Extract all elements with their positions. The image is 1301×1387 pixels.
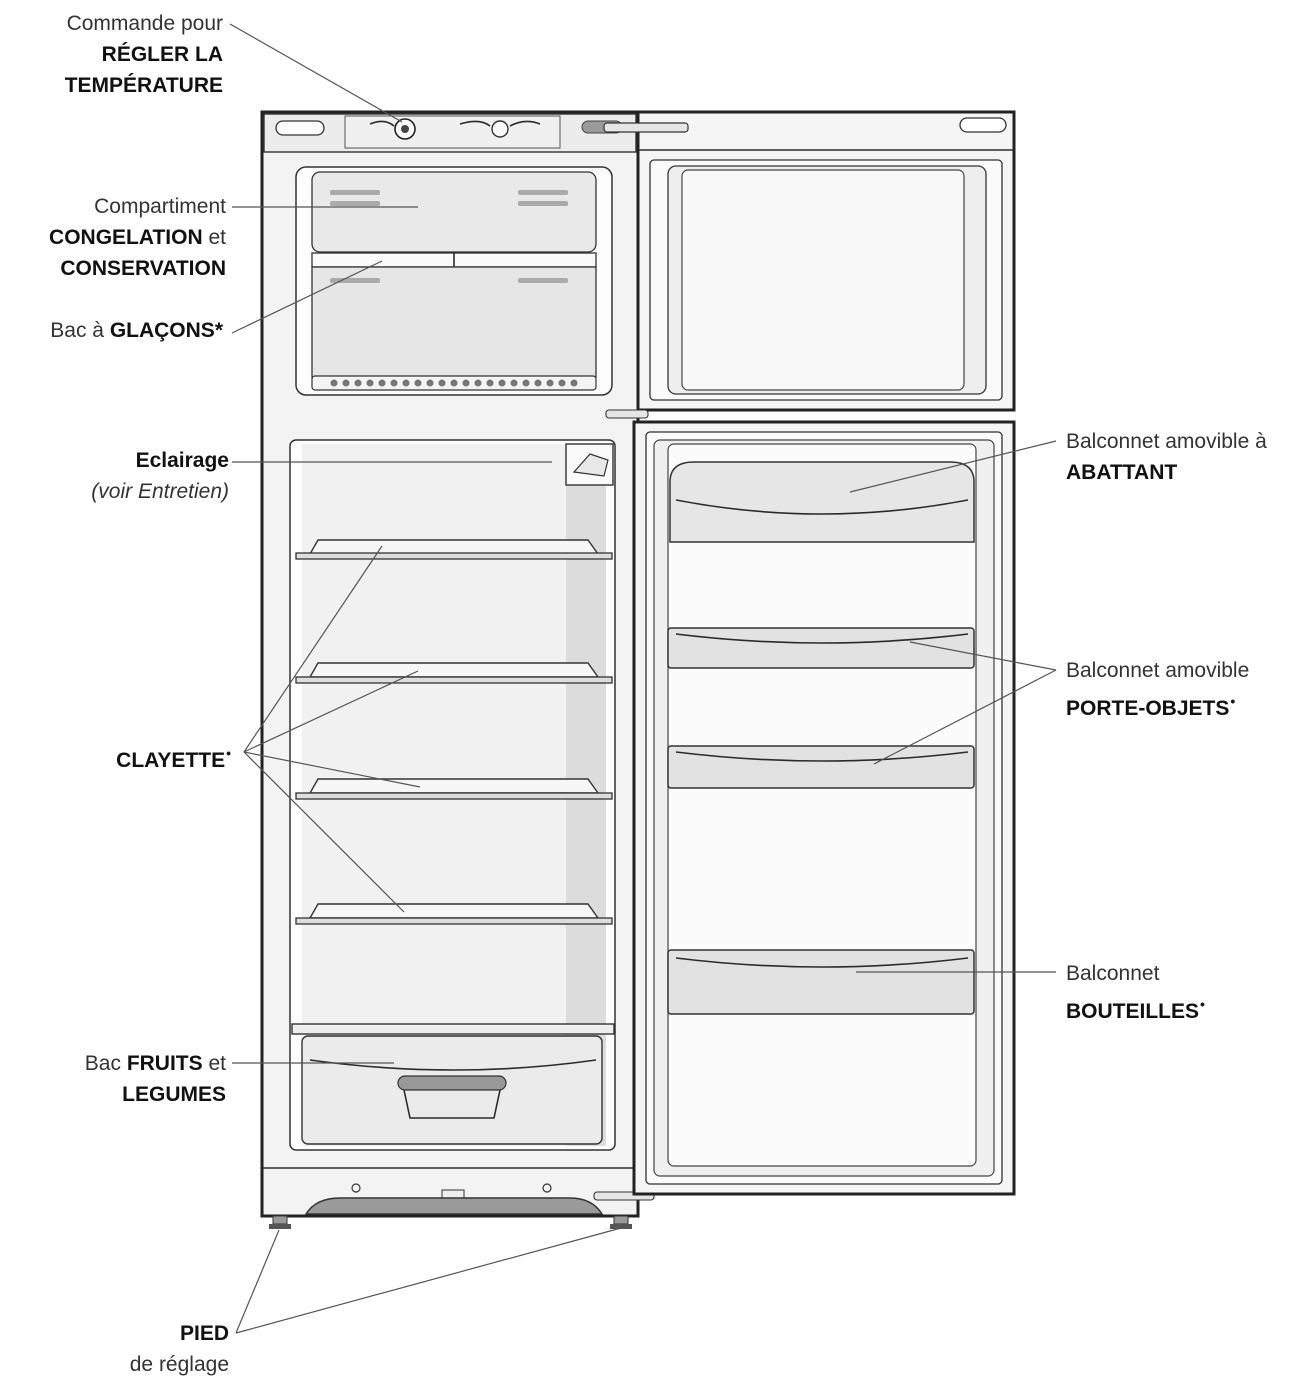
shelf-label-mark: • xyxy=(226,745,231,761)
temperature-label-line1: Commande pour xyxy=(66,12,223,35)
foot-label-line1: PIED xyxy=(179,1322,229,1345)
bottle-balcony-label: Balconnet BOUTEILLES• xyxy=(1066,958,1205,1027)
object-balcony-label-line2: PORTE-OBJETS xyxy=(1066,697,1230,720)
light-label: Eclairage (voir Entretien) xyxy=(91,445,229,507)
shelf-3 xyxy=(295,778,613,800)
object-balcony-2 xyxy=(667,745,975,789)
object-balcony-label-line1: Balconnet amovible xyxy=(1066,659,1250,682)
freezer-compartment xyxy=(295,166,613,396)
bottle-balcony xyxy=(667,949,975,1015)
light-label-line1: Eclairage xyxy=(135,449,229,472)
temperature-knob-icon xyxy=(369,118,541,140)
crisper-label: Bac FRUITS et LEGUMES xyxy=(85,1048,226,1110)
ice-tray-label-thin: Bac à xyxy=(50,319,110,342)
shelf-label-text: CLAYETTE xyxy=(116,749,226,772)
foot-label: PIED de réglage xyxy=(130,1318,229,1380)
ice-tray-label: Bac à GLAÇONS* xyxy=(50,315,223,346)
freezer-label-line2-thin: et xyxy=(202,226,226,249)
shelf-2 xyxy=(295,662,613,684)
adjustable-foot-left xyxy=(269,1215,291,1229)
crisper-label-thin1: Bac xyxy=(84,1052,127,1075)
ice-tray-label-bold: GLAÇONS* xyxy=(109,319,223,342)
adjustable-foot-right xyxy=(610,1215,632,1229)
flap-balcony-label-line1: Balconnet amovible à xyxy=(1066,430,1267,453)
flap-balcony-label: Balconnet amovible à ABATTANT xyxy=(1066,426,1267,488)
freezer-label-line2-bold: CONGELATION xyxy=(49,226,203,249)
bottom-grille xyxy=(262,1167,638,1215)
flap-balcony-label-line2: ABATTANT xyxy=(1066,461,1178,484)
foot-label-line2: de réglage xyxy=(129,1353,229,1376)
bottle-balcony-label-mark: • xyxy=(1200,996,1205,1012)
freezer-label-line1: Compartiment xyxy=(94,195,226,218)
crisper-drawer xyxy=(301,1035,603,1145)
light-label-line2: (voir Entretien) xyxy=(91,480,229,503)
ice-tray-holes xyxy=(330,379,578,387)
flap-balcony xyxy=(669,461,975,543)
freezer-label-line3: CONSERVATION xyxy=(60,257,226,280)
temperature-label-line3: TEMPÉRATURE xyxy=(64,74,223,97)
bottle-balcony-label-line2: BOUTEILLES xyxy=(1066,1000,1200,1023)
crisper-label-line2: LEGUMES xyxy=(122,1083,226,1106)
crisper-label-thin2: et xyxy=(202,1052,226,1075)
object-balcony-label: Balconnet amovible PORTE-OBJETS• xyxy=(1066,655,1249,724)
freezer-label: Compartiment CONGELATION et CONSERVATION xyxy=(49,191,226,284)
temperature-label-line2: RÉGLER LA xyxy=(101,43,223,66)
bottle-balcony-label-line1: Balconnet xyxy=(1066,962,1160,985)
object-balcony-1 xyxy=(667,627,975,669)
shelf-4 xyxy=(295,903,613,925)
temperature-label: Commande pour RÉGLER LA TEMPÉRATURE xyxy=(65,8,223,101)
freezer-door xyxy=(636,110,1016,412)
light-housing-icon xyxy=(565,443,614,486)
crisper-label-bold: FRUITS xyxy=(126,1052,203,1075)
shelf-1 xyxy=(295,539,613,560)
shelf-5 xyxy=(291,1023,615,1035)
leader-lines xyxy=(229,23,1057,1334)
shelf-label: CLAYETTE• xyxy=(116,738,231,776)
object-balcony-label-mark: • xyxy=(1230,693,1236,709)
